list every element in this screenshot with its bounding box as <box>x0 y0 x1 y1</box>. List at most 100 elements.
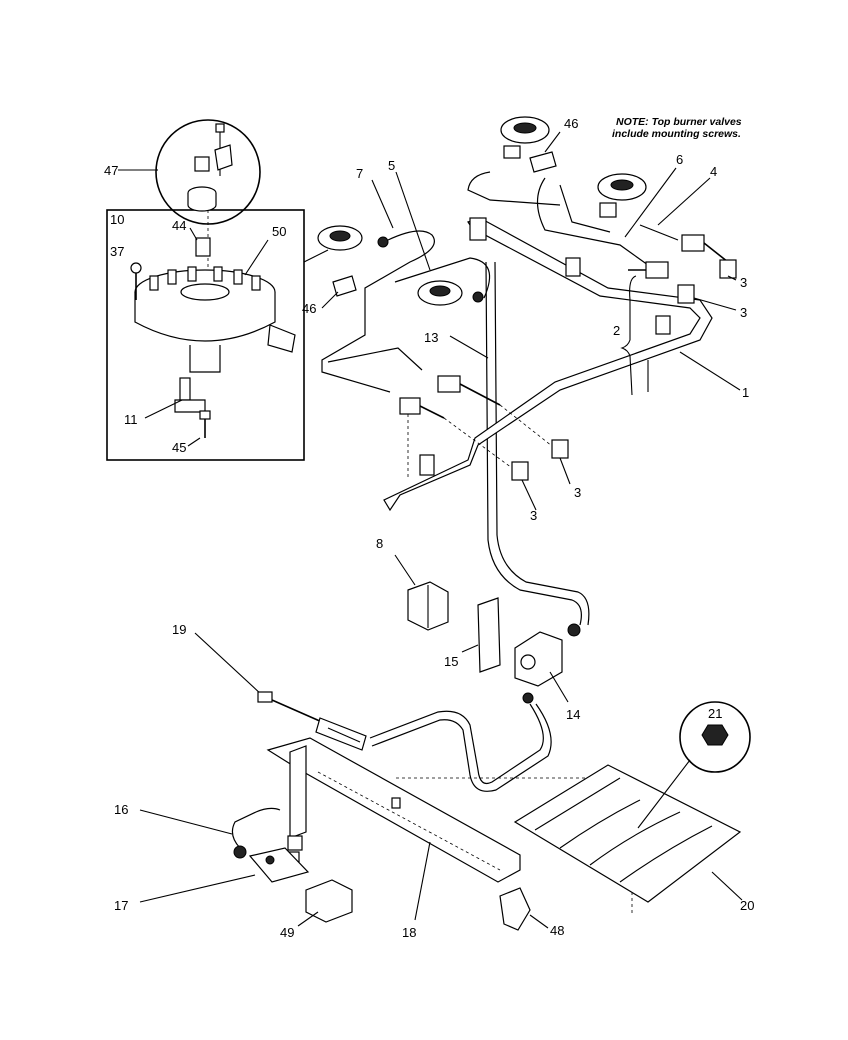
callout-labels: 1 2 3 3 3 3 4 5 6 7 8 10 11 13 14 15 16 … <box>104 116 754 940</box>
part-16-tube <box>231 807 281 849</box>
leader-49 <box>297 911 319 927</box>
leader-lines <box>118 131 741 511</box>
leader-50 <box>244 239 269 276</box>
callout-15: 15 <box>444 654 458 669</box>
part-17-block <box>248 847 310 883</box>
part-46-bracket-top <box>529 151 557 173</box>
leader-7 <box>371 179 394 229</box>
callout-17: 17 <box>114 898 128 913</box>
callout-19: 19 <box>172 622 186 637</box>
callout-3-d: 3 <box>530 508 537 523</box>
part-8-bracket <box>394 554 449 631</box>
leader-21 <box>637 759 691 829</box>
leader-5 <box>395 171 431 271</box>
burner-ports <box>317 771 501 871</box>
knob-plate-2 <box>551 439 569 459</box>
burner-inset <box>106 119 329 461</box>
callout-14: 14 <box>566 707 580 722</box>
leader-6 <box>624 167 677 238</box>
burner-right <box>597 173 647 218</box>
callout-13: 13 <box>424 330 438 345</box>
part-49-bracket <box>305 879 353 923</box>
callout-6: 6 <box>676 152 683 167</box>
circle-clip <box>214 144 233 171</box>
callout-46-left: 46 <box>302 301 316 316</box>
part-44-orifice <box>195 237 211 257</box>
callout-11: 11 <box>124 412 138 427</box>
valve-note: NOTE: Top burner valves include mounting… <box>612 116 742 140</box>
tube-6 <box>536 177 649 266</box>
part-21-nut <box>701 724 729 746</box>
tube-13-outer <box>494 261 590 626</box>
tube-7 <box>321 230 435 393</box>
valve-2 <box>437 375 501 406</box>
part-48-bracket <box>499 887 549 931</box>
valve-3 <box>628 261 669 279</box>
manifold-bracket-2 <box>655 315 671 335</box>
part-37-screw-head <box>130 262 142 274</box>
burner-shutter <box>289 745 307 839</box>
callout-47: 47 <box>104 163 118 178</box>
leader-19 <box>194 632 263 696</box>
leader-17 <box>139 874 256 903</box>
leader-15 <box>461 644 479 653</box>
leader-14 <box>549 671 569 703</box>
leader-16 <box>139 809 233 835</box>
top-burners <box>317 116 647 306</box>
part-15-bracket <box>477 597 501 673</box>
leader-46-left <box>321 291 339 309</box>
leader-20 <box>711 871 743 901</box>
leader-3b <box>693 297 737 311</box>
callout-4: 4 <box>710 164 717 179</box>
callout-49: 49 <box>280 925 294 940</box>
callout-5: 5 <box>388 158 395 173</box>
part-11-electrode <box>179 377 191 401</box>
burner-base-fins <box>149 266 261 291</box>
leader-13 <box>449 335 489 359</box>
burner-base-body <box>134 292 276 342</box>
manifold-end-cap <box>469 217 487 241</box>
callout-45: 45 <box>172 440 186 455</box>
callout-7: 7 <box>356 166 363 181</box>
leader-3c <box>559 457 571 485</box>
inset-link <box>303 249 329 263</box>
callout-16: 16 <box>114 802 128 817</box>
manifold-bracket-1 <box>565 257 581 277</box>
valve-axis-1 <box>443 417 513 469</box>
callout-10: 10 <box>110 212 124 227</box>
part-45-head <box>199 410 211 420</box>
callout-37: 37 <box>110 244 124 259</box>
part-19-igniter <box>194 632 367 751</box>
tube-left-front <box>327 347 423 371</box>
callout-2: 2 <box>613 323 620 338</box>
valve-1 <box>399 397 445 480</box>
bracket-2 <box>620 275 637 396</box>
note-line-2: include mounting screws. <box>612 128 741 140</box>
leader-3d <box>521 479 537 511</box>
part-16-fitting <box>233 845 247 859</box>
callout-3-b: 3 <box>740 305 747 320</box>
callout-50: 50 <box>272 224 286 239</box>
oven-burner <box>266 737 633 921</box>
tube-13 <box>485 261 582 626</box>
leader-11 <box>144 399 183 419</box>
knob-plate-3 <box>677 284 695 304</box>
knob-plate-1 <box>511 461 529 481</box>
tube-13-fitting <box>567 623 581 637</box>
callout-3-a: 3 <box>740 275 747 290</box>
note-line-1: NOTE: Top burner valves <box>616 116 742 128</box>
callout-21: 21 <box>708 706 722 721</box>
callout-18: 18 <box>402 925 416 940</box>
part-20-baffle <box>513 701 751 903</box>
valve-4 <box>681 234 729 263</box>
burner-left-rear <box>317 225 389 251</box>
knob-plate-4 <box>719 259 737 279</box>
callout-48: 48 <box>550 923 564 938</box>
tube-6b <box>559 184 611 233</box>
gas-tubes <box>321 171 679 637</box>
leader-18 <box>414 841 431 921</box>
burner-top-rear <box>500 116 550 159</box>
regulator-assembly <box>461 597 569 703</box>
burner-base-center <box>180 283 230 301</box>
